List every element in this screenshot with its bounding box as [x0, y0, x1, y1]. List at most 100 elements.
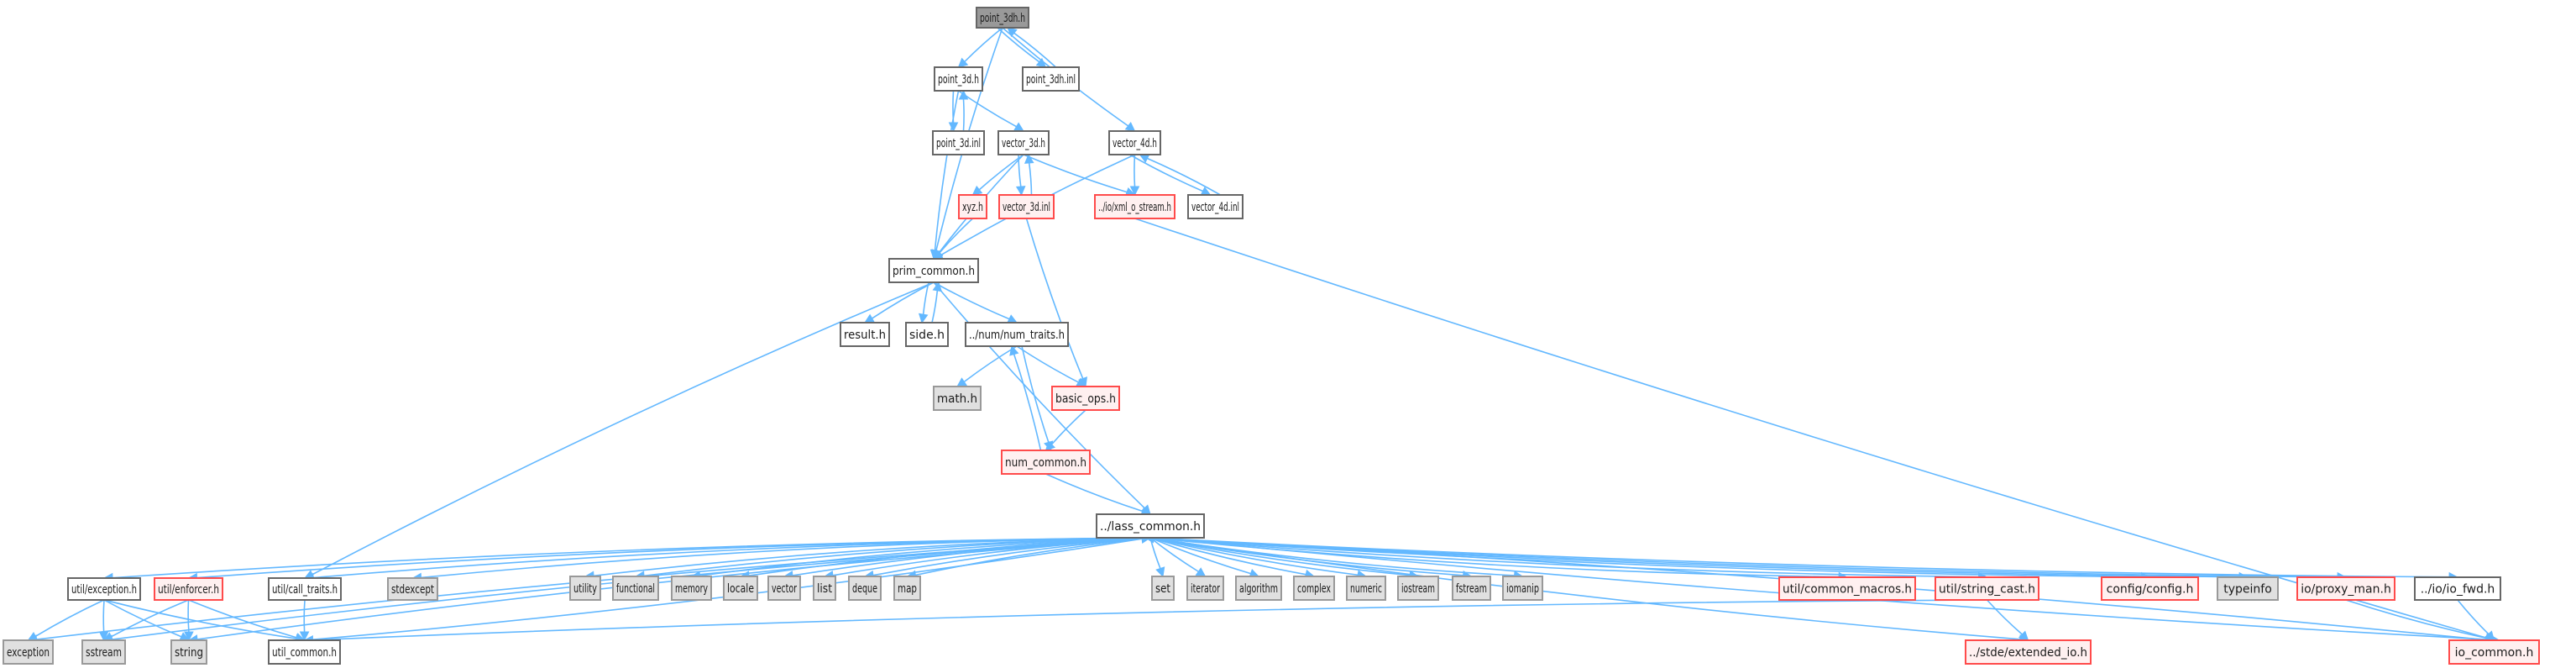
node-string[interactable]: string [170, 639, 207, 665]
node-label: locale [727, 582, 754, 596]
node-util-string-cast-h[interactable]: util/string_cast.h [1935, 576, 2039, 601]
node-label: algorithm [1239, 582, 1278, 596]
node-label: xyz.h [962, 201, 983, 214]
node-xml-o-stream-h[interactable]: ../io/xml_o_stream.h [1094, 194, 1175, 219]
node-util-common-macros-h[interactable]: util/common_macros.h [1778, 576, 1916, 601]
node-util-enforcer-h[interactable]: util/enforcer.h [154, 577, 223, 601]
node-util-exception-h[interactable]: util/exception.h [67, 577, 141, 601]
node-deque[interactable]: deque [848, 576, 882, 601]
edge-line [962, 98, 965, 132]
node-box [1187, 194, 1243, 219]
node-locale[interactable]: locale [723, 576, 758, 601]
node-numeric[interactable]: numeric [1346, 576, 1386, 601]
edge-line [303, 599, 306, 633]
node-lass-common-h[interactable]: ../lass_common.h [1096, 513, 1205, 539]
edge-util_exception_h-to-exception [27, 599, 105, 641]
node-util-common-h[interactable]: util_common.h [268, 639, 341, 665]
node-box [723, 576, 758, 601]
node-vector-3d-h[interactable]: vector_3d.h [997, 130, 1050, 155]
node-box [2296, 576, 2395, 601]
node-util-call-traits-h[interactable]: util/call_traits.h [268, 577, 342, 601]
node-label: vector_4d.h [1113, 137, 1157, 150]
node-box [1094, 194, 1175, 219]
node-extended-io-h[interactable]: ../stde/extended_io.h [1965, 639, 2092, 665]
node-complex[interactable]: complex [1293, 576, 1335, 601]
node-box [569, 576, 601, 601]
node-basic-ops-h[interactable]: basic_ops.h [1051, 386, 1120, 411]
node-algorithm[interactable]: algorithm [1235, 576, 1282, 601]
edge-util_string_cast_h-to-util_common_h [303, 599, 1987, 645]
node-box [1452, 576, 1491, 601]
node-point-3d-h[interactable]: point_3d.h [934, 66, 983, 92]
node-sstream[interactable]: sstream [81, 639, 126, 665]
arrowhead-icon [1009, 345, 1019, 356]
edge-basic_ops_h-to-num_common_h [1045, 409, 1086, 451]
node-functional[interactable]: functional [612, 576, 659, 601]
node-xyz-h[interactable]: xyz.h [958, 194, 987, 219]
node-io-proxy-man-h[interactable]: io/proxy_man.h [2296, 576, 2395, 601]
node-box [976, 7, 1029, 29]
node-prim-common-h[interactable]: prim_common.h [888, 258, 979, 283]
node-box [1778, 576, 1916, 601]
node-box [888, 258, 979, 283]
node-fstream[interactable]: fstream [1452, 576, 1491, 601]
node-box [1096, 513, 1205, 539]
edge-line [1149, 537, 1411, 576]
node-label: ../stde/extended_io.h [1969, 646, 2087, 660]
node-num-traits-h[interactable]: ../num/num_traits.h [965, 322, 1069, 347]
node-point-3dh-inl[interactable]: point_3dh.inl [1022, 66, 1080, 92]
node-box [998, 194, 1055, 219]
edges-layer [27, 27, 2500, 645]
node-side-h[interactable]: side.h [905, 322, 949, 347]
node-vector[interactable]: vector [767, 576, 801, 601]
node-list[interactable]: list [813, 576, 836, 601]
edge-vector_3d_h-to-xml_o_stream_h [1023, 154, 1136, 197]
node-label: point_3d.h [938, 73, 979, 87]
node-vector-3d-inl[interactable]: vector_3d.inl [998, 194, 1055, 219]
node-label: util/call_traits.h [272, 583, 338, 597]
arrowhead-icon [1195, 567, 1207, 577]
node-point-3d-inl[interactable]: point_3d.inl [932, 130, 985, 155]
node-label: num_common.h [1005, 456, 1086, 470]
arrowhead-icon [1155, 566, 1165, 578]
node-config-config-h[interactable]: config/config.h [2101, 576, 2199, 601]
node-math-h[interactable]: math.h [933, 386, 982, 411]
node-box [1235, 576, 1282, 601]
node-point-3dh-h[interactable]: point_3dh.h [976, 7, 1029, 29]
node-map[interactable]: map [893, 576, 921, 601]
arrowhead-icon [1024, 153, 1034, 164]
node-memory[interactable]: memory [671, 576, 712, 601]
edge-line [1025, 218, 1084, 379]
node-stdexcept[interactable]: stdexcept [387, 577, 438, 601]
edge-line [1147, 157, 1221, 196]
node-iostream[interactable]: iostream [1397, 576, 1439, 601]
node-box [1935, 576, 2039, 601]
edge-line [1050, 409, 1086, 445]
node-label: complex [1297, 582, 1331, 596]
node-box [965, 322, 1069, 347]
node-label: utility [573, 582, 597, 596]
node-num-common-h[interactable]: num_common.h [1001, 450, 1091, 475]
node-iomanip[interactable]: iomanip [1502, 576, 1543, 601]
node-vector-4d-h[interactable]: vector_4d.h [1108, 130, 1161, 155]
node-io-fwd-h[interactable]: ../io/io_fwd.h [2414, 576, 2501, 601]
node-box [671, 576, 712, 601]
node-utility[interactable]: utility [569, 576, 601, 601]
node-box [2217, 576, 2279, 601]
edge-line [963, 345, 1018, 383]
node-label: ../lass_common.h [1100, 520, 1201, 534]
node-iterator[interactable]: iterator [1186, 576, 1224, 601]
node-vector-4d-inl[interactable]: vector_4d.inl [1187, 194, 1243, 219]
node-label: memory [675, 582, 708, 596]
nodes-layer: point_3dh.h point_3d.h point_3dh.inl point_… [3, 7, 2540, 665]
node-typeinfo[interactable]: typeinfo [2217, 576, 2279, 601]
node-result-h[interactable]: result.h [840, 322, 890, 347]
node-label: io/proxy_man.h [2301, 583, 2391, 597]
edge-point_3dh_inl-to-point_3dh_h [1007, 27, 1057, 68]
node-label: map [898, 582, 917, 596]
edge-line [188, 599, 297, 639]
node-io-common-h[interactable]: io_common.h [2448, 639, 2540, 665]
node-exception[interactable]: exception [3, 639, 54, 665]
node-set[interactable]: set [1151, 576, 1175, 601]
edge-num_common_h-to-lass_common_h [1045, 473, 1152, 516]
